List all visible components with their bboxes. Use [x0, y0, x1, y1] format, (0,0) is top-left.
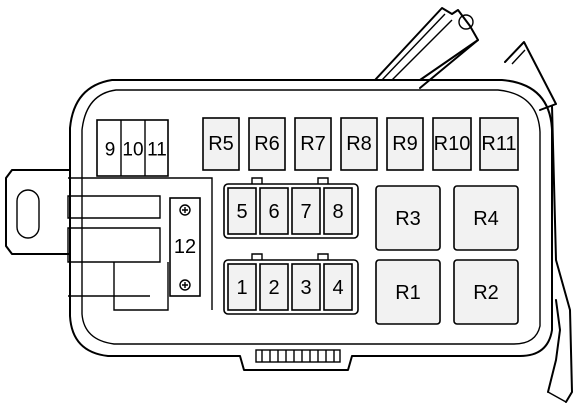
mounting-tab [5, 169, 213, 311]
fuse-10-label: 10 [122, 140, 143, 161]
latch-bracket [374, 7, 557, 111]
relay-R2 [453, 259, 519, 325]
side-bracket [547, 105, 573, 403]
fuse-6 [259, 187, 289, 235]
fuse-5 [227, 187, 257, 235]
relay-row-top: R5 R6 R7 R8 R9 R10 R11 [202, 117, 519, 171]
relay-R10-label: R10 [434, 133, 471, 155]
fuse-7-label: 7 [300, 201, 311, 223]
relay-R4 [453, 185, 519, 251]
relay-R6-label: R6 [254, 133, 280, 155]
relay-R5 [202, 117, 240, 171]
relay-R1 [375, 259, 441, 325]
fuse-4 [323, 263, 353, 311]
fuse-row-lower: 1 2 3 4 [223, 253, 359, 315]
fuse-8-label: 8 [332, 201, 343, 223]
fuse-6-label: 6 [268, 201, 279, 223]
relay-R11-label: R11 [481, 133, 516, 155]
relay-R10 [432, 117, 472, 171]
fuse-8 [323, 187, 353, 235]
relay-R1-label: R1 [395, 282, 421, 304]
relay-R9-label: R9 [392, 133, 418, 155]
relay-R7 [294, 117, 332, 171]
fuse-2 [259, 263, 289, 311]
relay-R8 [340, 117, 378, 171]
fuse-12-label: 12 [174, 236, 196, 258]
relay-R5-label: R5 [208, 133, 234, 155]
relay-R11 [479, 117, 519, 171]
fuse-4-label: 4 [332, 277, 343, 299]
relay-R6 [248, 117, 286, 171]
fuse-3 [291, 263, 321, 311]
fuse-1-label: 1 [236, 277, 247, 299]
fuse-row-upper: 5 6 7 8 [223, 177, 359, 239]
housing-outline [69, 79, 553, 371]
relay-R3-label: R3 [395, 208, 421, 230]
mini-fuse-group: 9 10 11 [96, 119, 169, 177]
fuse-1 [227, 263, 257, 311]
fuse-9-label: 9 [105, 140, 116, 161]
relay-grid-large: R3 R4 R1 R2 [375, 185, 519, 325]
fuse-11-label: 11 [147, 140, 167, 161]
relay-R9 [386, 117, 424, 171]
fuse-7 [291, 187, 321, 235]
fuse-3-label: 3 [300, 277, 311, 299]
relay-R7-label: R7 [300, 133, 326, 155]
relay-R3 [375, 185, 441, 251]
maxi-fuse-12: 12 [169, 197, 201, 297]
relay-R8-label: R8 [346, 133, 372, 155]
relay-R4-label: R4 [473, 208, 499, 230]
fuse-2-label: 2 [268, 277, 279, 299]
fuse-5-label: 5 [236, 201, 247, 223]
relay-R2-label: R2 [473, 282, 499, 304]
